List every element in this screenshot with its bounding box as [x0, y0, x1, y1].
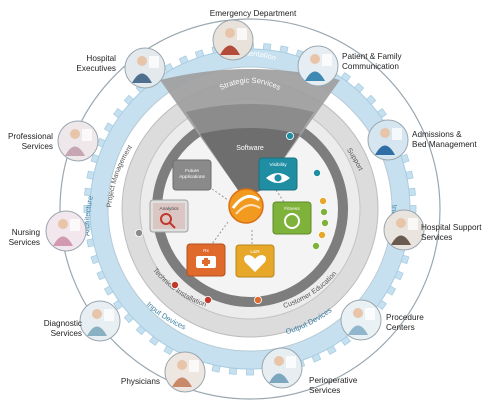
- number-dots: [134, 131, 329, 304]
- dept-procedure-centers[interactable]: Procedure Centers: [386, 313, 424, 332]
- tile-lr[interactable]: L&R: [235, 244, 275, 278]
- label-software: Software: [236, 145, 264, 152]
- dept-patient-family-communication[interactable]: Patient & Family Communication: [342, 52, 402, 71]
- portrait-patient-family[interactable]: [297, 45, 339, 87]
- top-wedge-core: [200, 128, 300, 193]
- dept-admissions-bed-management[interactable]: Admissions & Bed Management: [412, 130, 477, 149]
- tile-fitness-label: Fitness: [284, 206, 300, 212]
- tile-future-applications[interactable]: Future Applications: [172, 159, 212, 191]
- portrait-nursing[interactable]: [45, 210, 87, 252]
- tile-analytics[interactable]: Analytics: [149, 199, 189, 233]
- center-logo: [228, 188, 264, 224]
- dept-hospital-executives[interactable]: Hospital Executives: [76, 54, 116, 73]
- tile-rx-label: Rx: [203, 248, 209, 254]
- outer-ring: [59, 18, 441, 400]
- number-dot: [285, 131, 294, 140]
- number-dot: [253, 295, 262, 304]
- portrait-hospital-support[interactable]: [383, 209, 425, 251]
- tile-visibility-label: Visibility: [269, 162, 287, 168]
- number-dot: [134, 228, 143, 237]
- tile-future-label-1: Future: [185, 168, 199, 174]
- portraits: [45, 19, 425, 393]
- portrait-perioperative[interactable]: [261, 347, 303, 389]
- tile-fitness[interactable]: Fitness: [272, 201, 312, 235]
- heart-icon: [244, 255, 266, 272]
- portrait-procedure[interactable]: [340, 299, 382, 341]
- dept-diagnostic-services[interactable]: Diagnostic Services: [43, 319, 82, 338]
- tile-rx[interactable]: Rx: [186, 243, 226, 277]
- portrait-admissions[interactable]: [367, 119, 409, 161]
- dept-perioperative-services[interactable]: Perioperative Services: [309, 376, 358, 395]
- connectors: [211, 188, 289, 246]
- portrait-executives[interactable]: [124, 47, 166, 89]
- dept-hospital-support-services[interactable]: Hospital Support Services: [421, 223, 482, 242]
- number-dot: [319, 207, 328, 216]
- dept-professional-services[interactable]: Professional Services: [7, 132, 53, 151]
- number-dot: [318, 196, 327, 205]
- portrait-professional[interactable]: [57, 120, 99, 162]
- cycle-icon: [284, 213, 300, 229]
- dept-nursing-services[interactable]: Nursing Services: [8, 228, 40, 247]
- dept-emergency-department[interactable]: Emergency Department: [209, 9, 297, 18]
- number-dot: [312, 168, 321, 177]
- number-dot: [320, 218, 329, 227]
- number-dot: [311, 241, 320, 250]
- dept-physicians[interactable]: Physicians: [120, 377, 160, 386]
- tile-lr-label: L&R: [250, 249, 260, 255]
- number-dot: [203, 295, 212, 304]
- tile-analytics-label: Analytics: [159, 206, 179, 212]
- tile-visibility[interactable]: Visibility: [258, 157, 298, 191]
- magnifier-icon: [160, 213, 172, 225]
- portrait-diagnostic[interactable]: [79, 300, 121, 342]
- tile-future-label-2: Applications: [179, 174, 205, 180]
- number-dot: [170, 280, 179, 289]
- portrait-emergency[interactable]: [212, 19, 254, 61]
- portrait-physicians[interactable]: [164, 351, 206, 393]
- number-dot: [317, 230, 326, 239]
